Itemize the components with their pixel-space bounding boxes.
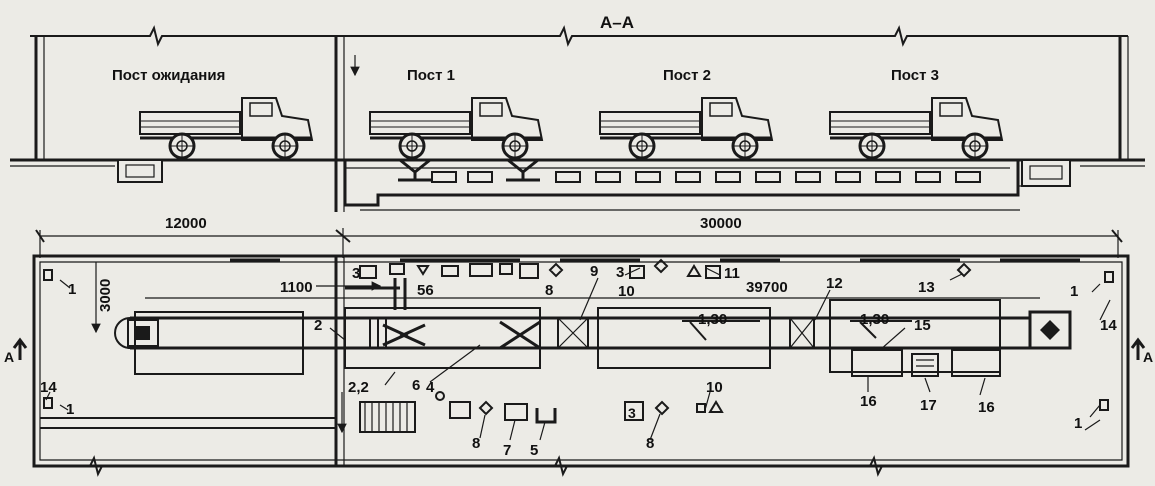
callout-1-top-right: 1 xyxy=(1070,283,1078,300)
truck-post-2 xyxy=(598,96,774,160)
callout-11: 11 xyxy=(724,265,740,282)
plan-view: 12000 30000 3000 xyxy=(4,215,1153,477)
dim-39700: 39700 xyxy=(746,279,788,296)
callout-2: 2 xyxy=(314,317,322,334)
callout-8-c: 8 xyxy=(646,435,654,452)
callout-3-b: 3 xyxy=(616,264,624,281)
label-waiting-post: Пост ожидания xyxy=(112,67,225,84)
section-title: А–А xyxy=(600,13,634,32)
callout-3-c: 3 xyxy=(628,405,636,421)
dim-pitch-2: 1,30 xyxy=(860,311,889,328)
callout-8-b: 8 xyxy=(472,435,480,452)
section-mark-left: А xyxy=(4,349,14,365)
callout-1-top-left: 1 xyxy=(68,281,76,298)
callout-1-mid-left: 1 xyxy=(66,401,74,418)
callout-8-a: 8 xyxy=(545,282,553,299)
callout-3-a: 3 xyxy=(352,265,360,282)
label-post-3: Пост 3 xyxy=(891,67,939,84)
truck-waiting xyxy=(138,96,314,160)
callout-14-left: 14 xyxy=(40,379,57,396)
callout-10-a: 10 xyxy=(618,283,635,300)
callout-6: 6 xyxy=(412,377,420,394)
truck-post-1 xyxy=(368,96,544,160)
callout-1-bottom-right: 1 xyxy=(1074,415,1082,432)
label-post-1: Пост 1 xyxy=(407,67,455,84)
truck-post-3 xyxy=(828,96,1004,160)
callout-9: 9 xyxy=(590,263,598,280)
dim-1100: 1100 xyxy=(280,279,313,296)
dim-2-2: 2,2 xyxy=(348,379,369,396)
callout-56: 56 xyxy=(417,282,434,299)
callout-15: 15 xyxy=(914,317,931,334)
dim-30000: 30000 xyxy=(700,215,742,232)
callout-10-b: 10 xyxy=(706,379,723,396)
callout-14-right: 14 xyxy=(1100,317,1117,334)
dim-3000: 3000 xyxy=(97,279,114,312)
callout-4: 4 xyxy=(426,379,435,396)
callout-16-a: 16 xyxy=(860,393,877,410)
section-mark-right: А xyxy=(1143,349,1153,365)
section-view: А–А xyxy=(10,13,1145,212)
trench-conveyor xyxy=(431,171,981,183)
callout-5: 5 xyxy=(530,442,538,459)
callout-13: 13 xyxy=(918,279,935,296)
dim-pitch-1: 1,30 xyxy=(698,311,727,328)
callout-12: 12 xyxy=(826,275,843,292)
callout-16-b: 16 xyxy=(978,399,995,416)
label-post-2: Пост 2 xyxy=(663,67,711,84)
callout-17: 17 xyxy=(920,397,937,414)
dim-12000: 12000 xyxy=(165,215,207,232)
callout-7: 7 xyxy=(503,442,511,459)
